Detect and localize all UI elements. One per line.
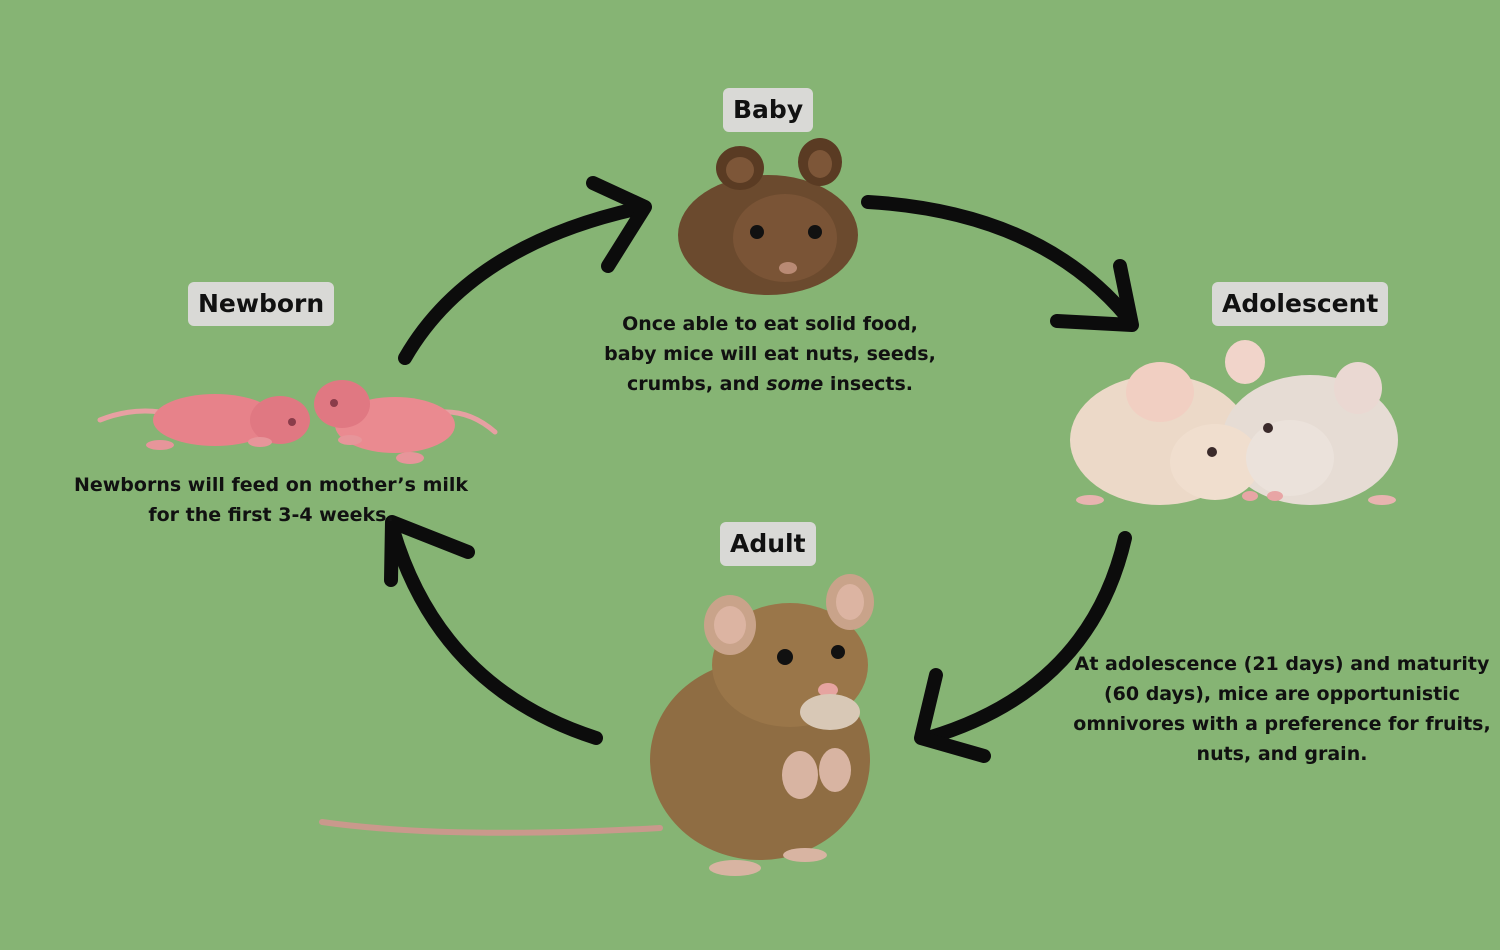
baby-desc-line3: crumbs, and some insects. <box>570 369 970 399</box>
baby-desc-line3-start: crumbs, and <box>626 373 767 395</box>
stage-label-baby: Baby <box>723 88 814 132</box>
stage-label-adolescent: Adolescent <box>1212 282 1389 326</box>
stage-label-adult: Adult <box>720 522 816 566</box>
baby-mouse-illustration <box>678 138 858 295</box>
newborn-desc-line2: for the first 3-4 weeks. <box>148 504 394 526</box>
newborn-desc-line1: Newborns will feed on mother’s milk <box>73 474 469 496</box>
arrow-baby-to-adolescent <box>861 195 1139 332</box>
newborn-description: Newborns will feed on mother’s milk for … <box>66 470 476 530</box>
baby-description: Once able to eat solid food, baby mice w… <box>570 309 970 399</box>
adolescent-desc-line2: (60 days), mice are opportunistic <box>1103 683 1461 705</box>
adolescent-description: At adolescence (21 days) and maturity (6… <box>1062 649 1500 769</box>
stage-label-newborn: Newborn <box>188 282 335 326</box>
arrow-adult-to-newborn <box>384 515 603 745</box>
adolescent-desc-line3: omnivores with a preference for fruits, <box>1073 713 1491 735</box>
adolescent-mice-illustration <box>1070 340 1398 505</box>
adult-mouse-illustration <box>319 574 874 876</box>
baby-desc-line2: baby mice will eat nuts, seeds, <box>604 343 936 365</box>
adolescent-desc-line4: nuts, and grain. <box>1196 743 1368 765</box>
arrow-adolescent-to-adult <box>914 531 1132 763</box>
cycle-arrows <box>384 176 1139 763</box>
adolescent-desc-line1: At adolescence (21 days) and maturity <box>1074 653 1490 675</box>
newborn-mice-illustration <box>97 380 498 464</box>
baby-desc-line1: Once able to eat solid food, <box>622 313 918 335</box>
baby-desc-line3-emphasis: some <box>766 373 824 395</box>
baby-desc-line3-end: insects. <box>823 373 914 395</box>
arrow-newborn-to-baby <box>398 176 652 365</box>
